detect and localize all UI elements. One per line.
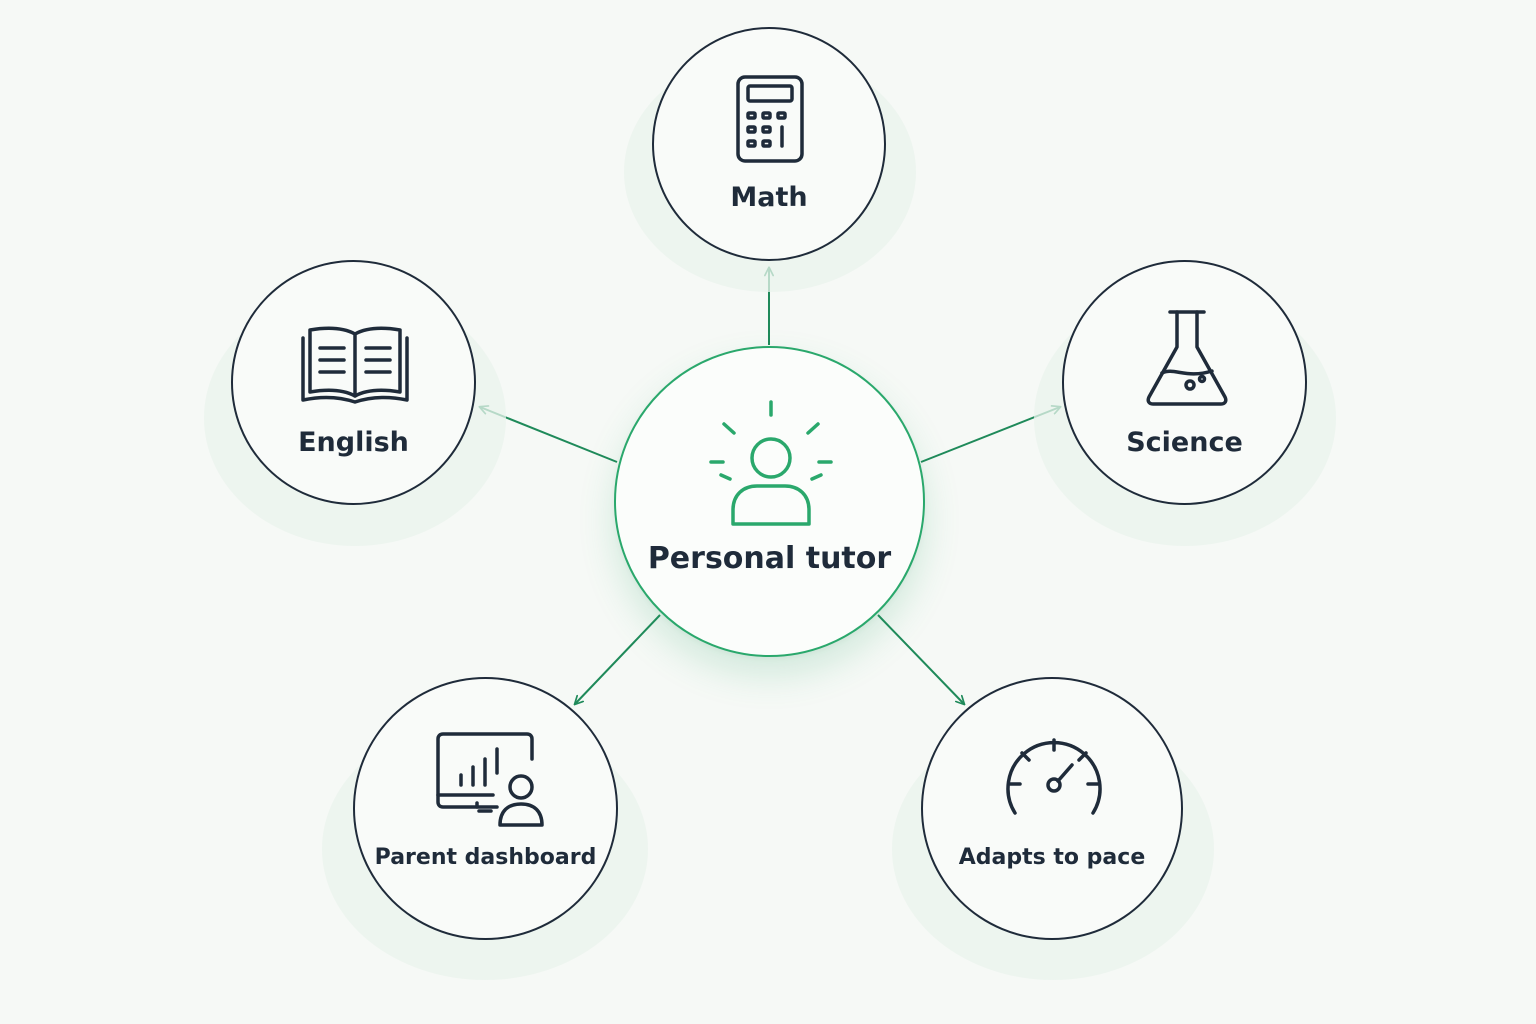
node-english-label: English: [298, 427, 409, 458]
node-math: Math: [652, 27, 886, 261]
node-parent-dashboard-label: Parent dashboard: [374, 845, 597, 870]
node-science-label: Science: [1126, 427, 1243, 458]
dashboard-user-icon: [436, 732, 544, 827]
arrow-to-parent-dashboard: [573, 614, 661, 706]
open-book-icon: [301, 326, 409, 404]
node-personal-tutor-label: Personal tutor: [647, 541, 892, 576]
node-math-label: Math: [730, 182, 808, 213]
node-parent-dashboard: Parent dashboard: [353, 677, 618, 940]
node-adapts-to-pace-label: Adapts to pace: [958, 845, 1146, 870]
node-personal-tutor: Personal tutor: [614, 346, 925, 657]
node-adapts-to-pace: Adapts to pace: [921, 677, 1183, 940]
flask-icon: [1146, 310, 1228, 406]
node-english: English: [231, 260, 476, 505]
person-idea-icon: [709, 400, 833, 526]
arrow-to-adapts-to-pace: [877, 614, 966, 706]
node-science: Science: [1062, 260, 1307, 505]
speedometer-icon: [1006, 738, 1102, 815]
calculator-icon: [736, 75, 804, 163]
